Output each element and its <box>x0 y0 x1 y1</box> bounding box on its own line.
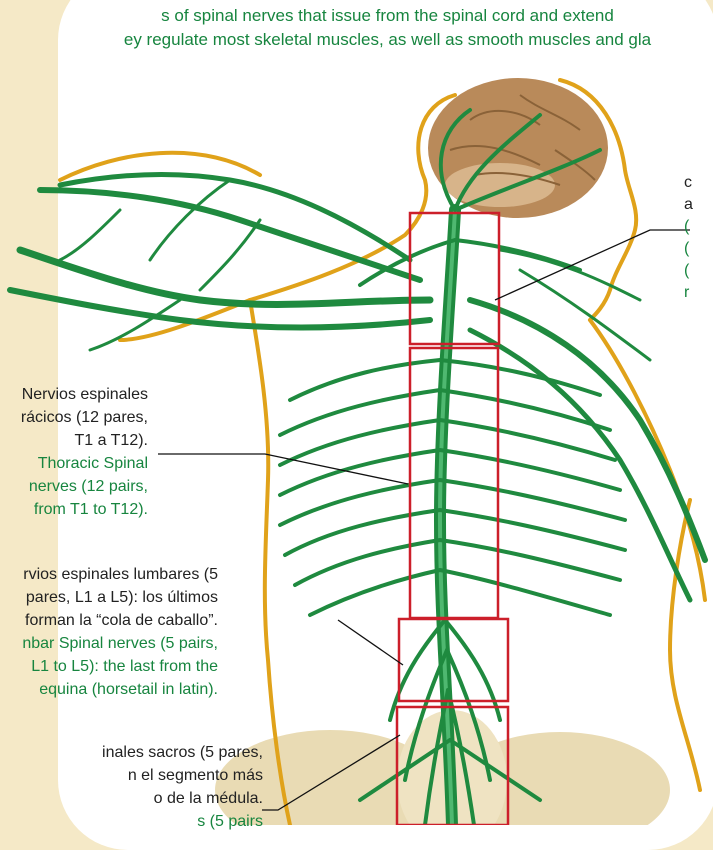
intro-text: s of spinal nerves that issue from the s… <box>62 0 713 52</box>
cervical-en-line-1: ( <box>684 216 693 238</box>
thoracic-es-line-1: Nervios espinales <box>21 383 148 406</box>
cervical-en-line-2: ( <box>684 238 693 260</box>
thoracic-es-line-3: T1 a T12). <box>21 429 148 452</box>
lumbar-en-line-3: equina (horsetail in latin). <box>22 678 218 701</box>
anatomy-illustration-page: s of spinal nerves that issue from the s… <box>0 0 713 825</box>
body-outline <box>60 80 705 825</box>
lumbar-es-line-1: rvios espinales lumbares (5 <box>22 563 218 586</box>
lumbar-en-line-2: L1 to L5): the last from the <box>22 655 218 678</box>
sacral-label: inales sacros (5 pares, n el segmento má… <box>102 741 263 833</box>
sacral-en-line-1: s (5 pairs <box>102 810 263 833</box>
thoracic-label: Nervios espinales rácicos (12 pares, T1 … <box>21 383 148 521</box>
thoracic-en-line-3: from T1 to T12). <box>21 498 148 521</box>
sacral-es-line-3: o de la médula. <box>102 787 263 810</box>
lumbar-label: rvios espinales lumbares (5 pares, L1 a … <box>22 563 218 701</box>
cervical-label-fragment: c a ( ( ( r <box>684 172 693 304</box>
cervical-es-line-2: a <box>684 194 693 216</box>
intro-line-2: ey regulate most skeletal muscles, as we… <box>62 28 713 52</box>
cervical-es-line-1: c <box>684 172 693 194</box>
sacral-es-line-2: n el segmento más <box>102 764 263 787</box>
cervical-en-line-4: r <box>684 282 693 304</box>
cervical-en-line-3: ( <box>684 260 693 282</box>
intro-line-1: s of spinal nerves that issue from the s… <box>62 4 713 28</box>
thoracic-en-line-1: Thoracic Spinal <box>21 452 148 475</box>
lumbar-es-line-3: forman la “cola de caballo”. <box>22 609 218 632</box>
thoracic-leader-line <box>158 454 408 484</box>
lumbar-en-line-1: nbar Spinal nerves (5 pairs, <box>22 632 218 655</box>
lumbar-leader-line <box>338 620 403 665</box>
thoracic-en-line-2: nerves (12 pairs, <box>21 475 148 498</box>
thoracic-es-line-2: rácicos (12 pares, <box>21 406 148 429</box>
sacral-es-line-1: inales sacros (5 pares, <box>102 741 263 764</box>
brain <box>428 78 608 218</box>
cervical-leader-line <box>495 230 690 300</box>
lumbar-es-line-2: pares, L1 a L5): los últimos <box>22 586 218 609</box>
